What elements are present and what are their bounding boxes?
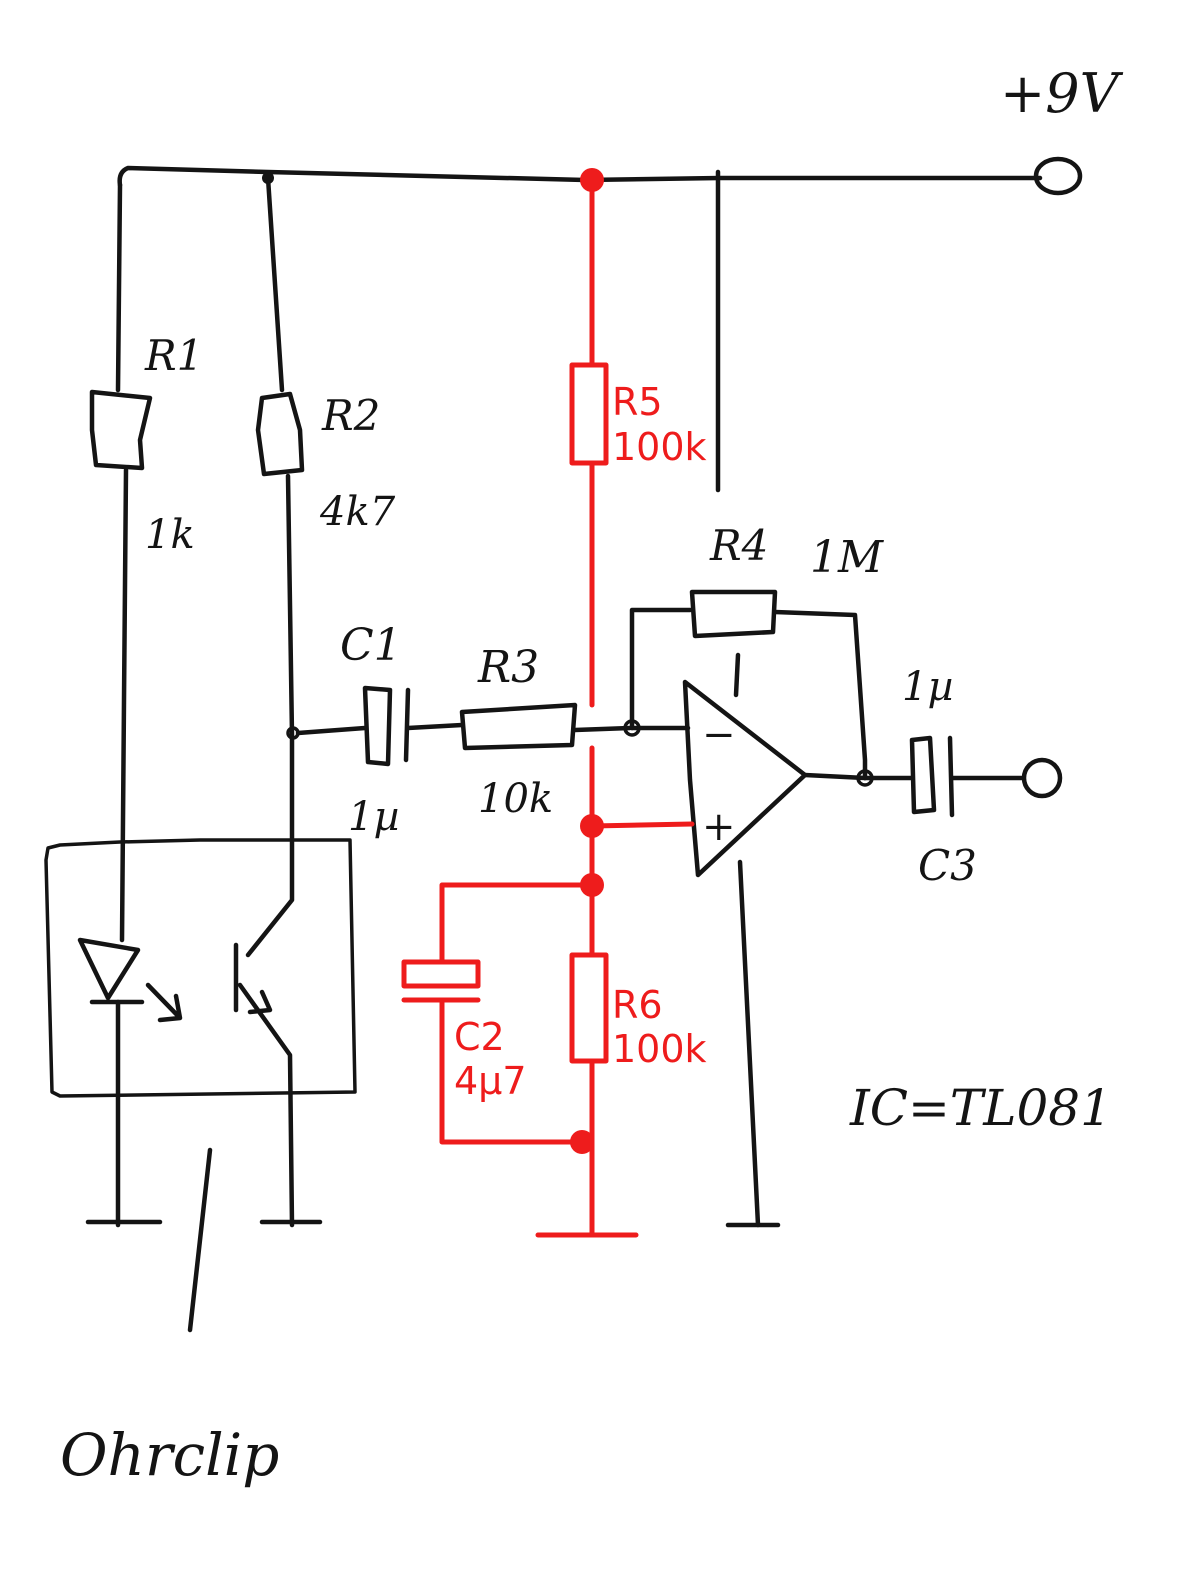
feedback-network: R4 1M [629, 169, 884, 781]
opamp-noninverting: + [702, 804, 736, 850]
sensor-label: Ohrclip [60, 1421, 279, 1489]
r5-value: 100k [612, 425, 707, 469]
led-icon [77, 937, 141, 1001]
phototransistor-branch: R2 4k7 [233, 172, 396, 1228]
c1-name: C1 [340, 620, 402, 671]
output-coupling: 1µ C3 [862, 664, 1063, 890]
supply-rail: +9V [117, 62, 1124, 196]
supply-label: +9V [1000, 62, 1124, 125]
c3-name: C3 [918, 841, 977, 890]
r6-value: 100k [612, 1027, 707, 1071]
ear-clip-enclosure: Ohrclip [44, 838, 357, 1489]
r5-resistor [569, 362, 609, 466]
r3-resistor [459, 702, 578, 751]
input-coupling: C1 1µ R3 10k [295, 620, 641, 840]
r1-value: 1k [145, 512, 195, 558]
r4-resistor [689, 589, 778, 639]
r4-value: 1M [810, 532, 884, 583]
op-amp: − + IC=TL081 [629, 652, 1112, 1228]
output-terminal [1021, 757, 1063, 799]
r2-resistor [255, 391, 305, 477]
r4-name: R4 [709, 521, 768, 570]
junction-dot [570, 1130, 594, 1154]
r1-name: R1 [144, 331, 203, 380]
r5-name: R5 [612, 380, 663, 424]
light-arrow-icon [145, 982, 183, 1023]
bias-divider: R5 100k C2 4µ7 R6 100k [401, 168, 707, 1238]
supply-terminal [1033, 156, 1083, 196]
r1-resistor [89, 389, 153, 471]
r3-name: R3 [477, 642, 539, 693]
c1-value: 1µ [348, 794, 399, 840]
c2-name: C2 [454, 1015, 505, 1059]
opamp-icon [682, 679, 808, 878]
r3-value: 10k [478, 776, 553, 822]
ic-label: IC=TL081 [849, 1079, 1112, 1137]
r6-name: R6 [612, 983, 663, 1027]
c1-capacitor [362, 685, 393, 767]
opamp-inverting: − [702, 712, 736, 758]
led-branch: R1 1k [77, 182, 203, 1228]
c2-capacitor [401, 959, 481, 989]
r6-resistor [569, 952, 609, 1064]
c3-capacitor [909, 735, 937, 815]
r2-value: 4k7 [319, 489, 396, 535]
r2-name: R2 [321, 391, 380, 440]
c3-value: 1µ [902, 664, 953, 710]
c2-value: 4µ7 [454, 1059, 527, 1103]
